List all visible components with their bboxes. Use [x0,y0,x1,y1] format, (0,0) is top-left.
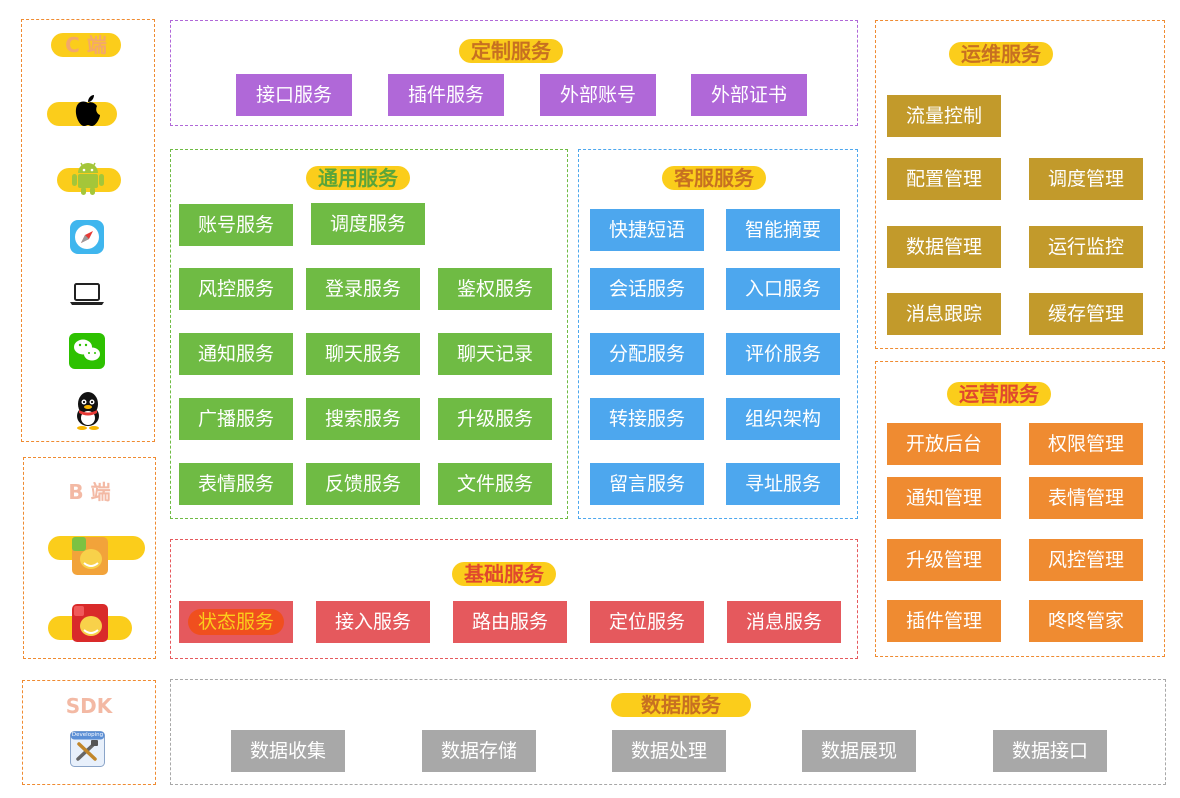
support-service-title: 客服服务 [662,166,766,190]
ops-service-item[interactable]: 配置管理 [887,158,1001,200]
b-app-green-icon [72,537,108,575]
general-service-item[interactable]: 聊天服务 [306,333,420,375]
b-client-label: B 端 [68,480,111,504]
operation-service-item[interactable]: 通知管理 [887,477,1001,519]
b-app-red-icon [72,604,108,642]
basic-service-title: 基础服务 [452,562,556,586]
developing-tools-icon [70,731,105,767]
data-service-panel [170,679,1166,785]
operation-service-item[interactable]: 升级管理 [887,539,1001,581]
basic-service-item[interactable]: 路由服务 [453,601,567,643]
operation-service-panel [875,361,1165,657]
data-service-item[interactable]: 数据存储 [422,730,536,772]
ops-service-item[interactable]: 数据管理 [887,226,1001,268]
custom-service-item[interactable]: 外部账号 [540,74,656,116]
ops-service-item[interactable]: 缓存管理 [1029,293,1143,335]
general-service-item[interactable]: 登录服务 [306,268,420,310]
general-service-item[interactable]: 通知服务 [179,333,293,375]
b-client-panel [23,457,156,659]
custom-service-panel [170,20,858,126]
c-client-label: C 端 [51,33,121,57]
general-service-item[interactable]: 文件服务 [438,463,552,505]
ops-service-item[interactable]: 消息跟踪 [887,293,1001,335]
general-service-item[interactable]: 鉴权服务 [438,268,552,310]
operation-service-item[interactable]: 开放后台 [887,423,1001,465]
support-service-item[interactable]: 转接服务 [590,398,704,440]
general-service-item[interactable]: 反馈服务 [306,463,420,505]
data-service-title: 数据服务 [611,693,751,717]
custom-service-item[interactable]: 外部证书 [691,74,807,116]
operation-service-title: 运营服务 [947,382,1051,406]
custom-service-title: 定制服务 [459,39,563,63]
basic-service-item[interactable]: 消息服务 [727,601,841,643]
c-client-panel [21,19,155,442]
operation-service-item[interactable]: 权限管理 [1029,423,1143,465]
support-service-item[interactable]: 评价服务 [726,333,840,375]
ops-service-item[interactable]: 调度管理 [1029,158,1143,200]
basic-service-item-highlight: 状态服务 [187,609,284,635]
general-service-item[interactable]: 搜索服务 [306,398,420,440]
support-service-item[interactable]: 组织架构 [726,398,840,440]
support-service-item[interactable]: 寻址服务 [726,463,840,505]
support-service-item[interactable]: 智能摘要 [726,209,840,251]
apple-icon [75,95,100,126]
basic-service-item[interactable]: 定位服务 [590,601,704,643]
general-service-item[interactable]: 聊天记录 [438,333,552,375]
wechat-icon [69,333,105,369]
data-service-item[interactable]: 数据接口 [993,730,1107,772]
data-service-item[interactable]: 数据收集 [231,730,345,772]
support-service-panel [578,149,858,519]
android-icon [72,162,104,195]
support-service-item[interactable]: 快捷短语 [590,209,704,251]
qq-icon [77,392,99,430]
support-service-item[interactable]: 留言服务 [590,463,704,505]
general-service-title: 通用服务 [306,166,410,190]
general-service-item[interactable]: 表情服务 [179,463,293,505]
ops-service-item[interactable]: 运行监控 [1029,226,1143,268]
support-service-item[interactable]: 分配服务 [590,333,704,375]
safari-icon [70,220,104,254]
support-service-item[interactable]: 会话服务 [590,268,704,310]
general-service-item[interactable]: 调度服务 [311,203,425,245]
general-service-item[interactable]: 广播服务 [179,398,293,440]
sdk-label: SDK [65,694,113,718]
data-service-item[interactable]: 数据展现 [802,730,916,772]
sdk-panel [22,680,156,785]
basic-service-item[interactable]: 状态服务 [179,601,293,643]
ops-service-panel [875,20,1165,349]
operation-service-item[interactable]: 咚咚管家 [1029,600,1143,642]
operation-service-item[interactable]: 插件管理 [887,600,1001,642]
general-service-item[interactable]: 账号服务 [179,204,293,246]
developing-badge: Developing [71,732,104,738]
general-service-item[interactable]: 升级服务 [438,398,552,440]
support-service-item[interactable]: 入口服务 [726,268,840,310]
ops-service-title: 运维服务 [949,42,1053,66]
custom-service-item[interactable]: 接口服务 [236,74,352,116]
general-service-panel [170,149,568,519]
basic-service-item[interactable]: 接入服务 [316,601,430,643]
operation-service-item[interactable]: 表情管理 [1029,477,1143,519]
custom-service-item[interactable]: 插件服务 [388,74,504,116]
operation-service-item[interactable]: 风控管理 [1029,539,1143,581]
laptop-icon [70,283,104,305]
general-service-item[interactable]: 风控服务 [179,268,293,310]
ops-service-item[interactable]: 流量控制 [887,95,1001,137]
data-service-item[interactable]: 数据处理 [612,730,726,772]
basic-service-panel [170,539,858,659]
